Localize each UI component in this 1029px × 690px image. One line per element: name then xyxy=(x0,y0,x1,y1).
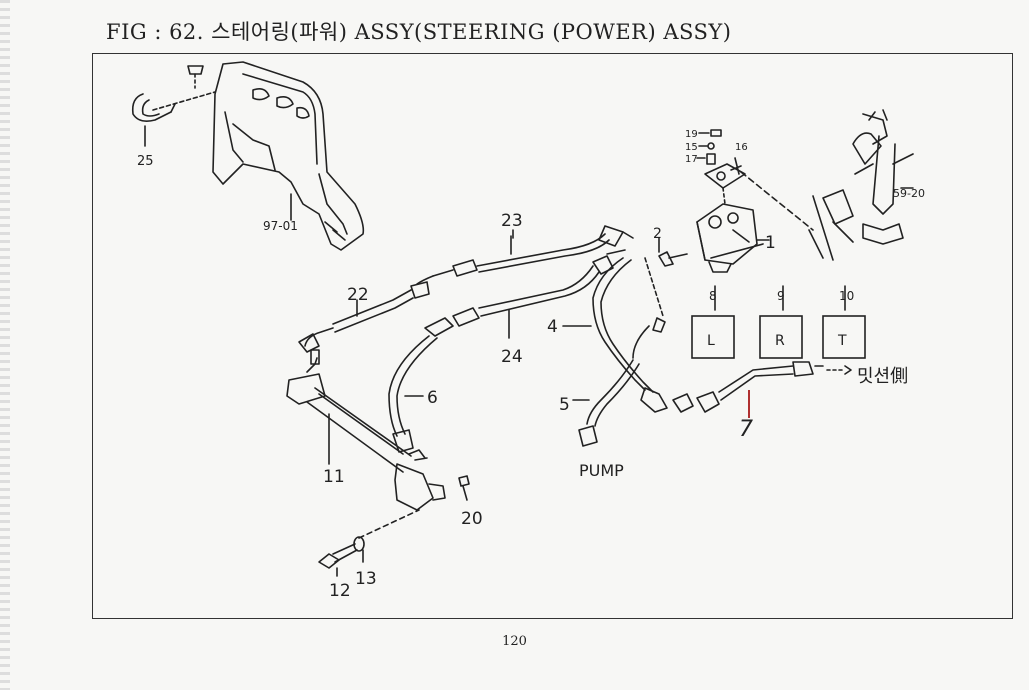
pin-part-20 xyxy=(458,475,470,501)
hose-part-24 xyxy=(424,249,626,339)
small-parts-19-15-17 xyxy=(696,129,814,231)
port-r-label: R xyxy=(775,333,785,349)
pump-label: PUMP xyxy=(579,461,624,480)
link-line-2 xyxy=(812,195,834,261)
label-19: 19 xyxy=(685,129,698,140)
port-l-label: L xyxy=(707,333,715,349)
label-1: 1 xyxy=(765,233,776,253)
leader-dashed xyxy=(644,257,664,317)
label-22: 22 xyxy=(347,285,369,305)
label-17: 17 xyxy=(685,154,698,165)
label-13: 13 xyxy=(355,569,377,589)
port-box-t xyxy=(822,315,866,359)
label-24: 24 xyxy=(501,347,523,367)
label-5: 5 xyxy=(559,395,570,415)
hose-part-7 xyxy=(672,361,852,413)
label-8: 8 xyxy=(709,289,717,303)
port-box-r xyxy=(759,315,803,359)
parts-diagram: 25 97-01 23 22 24 6 11 20 12 13 4 5 2 1 … xyxy=(131,61,925,601)
hose-part-22 xyxy=(298,281,430,353)
label-15: 15 xyxy=(685,142,698,153)
label-23: 23 xyxy=(501,211,523,231)
page-number: 120 xyxy=(502,634,527,649)
label-59-20: 59-20 xyxy=(893,187,925,200)
mission-side-annotation: 밋션側 xyxy=(857,366,908,387)
port-t-label: T xyxy=(837,333,847,349)
label-11: 11 xyxy=(323,467,345,487)
label-2: 2 xyxy=(653,226,662,242)
binding-edge xyxy=(0,0,10,690)
hose-part-23 xyxy=(416,225,634,285)
clip-part-25 xyxy=(131,65,216,147)
diagram-frame: 25 97-01 23 22 24 6 11 20 12 13 4 5 2 1 … xyxy=(92,53,1013,619)
hose-part-6 xyxy=(388,335,438,453)
label-4: 4 xyxy=(547,317,558,337)
label-7: 7 xyxy=(739,417,753,442)
label-97-01: 97-01 xyxy=(263,219,298,233)
label-6: 6 xyxy=(427,388,438,408)
floor-bracket-part-97-01 xyxy=(212,61,365,251)
port-box-l xyxy=(691,315,735,359)
label-9: 9 xyxy=(777,289,785,303)
label-10: 10 xyxy=(839,289,854,303)
figure-title: FIG : 62. 스테어링(파워) ASSY(STEERING (POWER)… xyxy=(106,20,732,44)
steering-cylinder-part-11 xyxy=(286,349,446,511)
steering-valve-part-1 xyxy=(658,163,770,273)
label-20: 20 xyxy=(461,509,483,529)
link-line xyxy=(808,229,824,259)
washer-part-13 xyxy=(353,509,420,563)
label-16: 16 xyxy=(735,142,748,153)
column-bracket-part-59-20 xyxy=(822,109,914,245)
hose-part-5 xyxy=(572,359,640,447)
label-25: 25 xyxy=(137,154,154,169)
bolt-part-12 xyxy=(318,543,358,577)
label-12: 12 xyxy=(329,581,351,601)
